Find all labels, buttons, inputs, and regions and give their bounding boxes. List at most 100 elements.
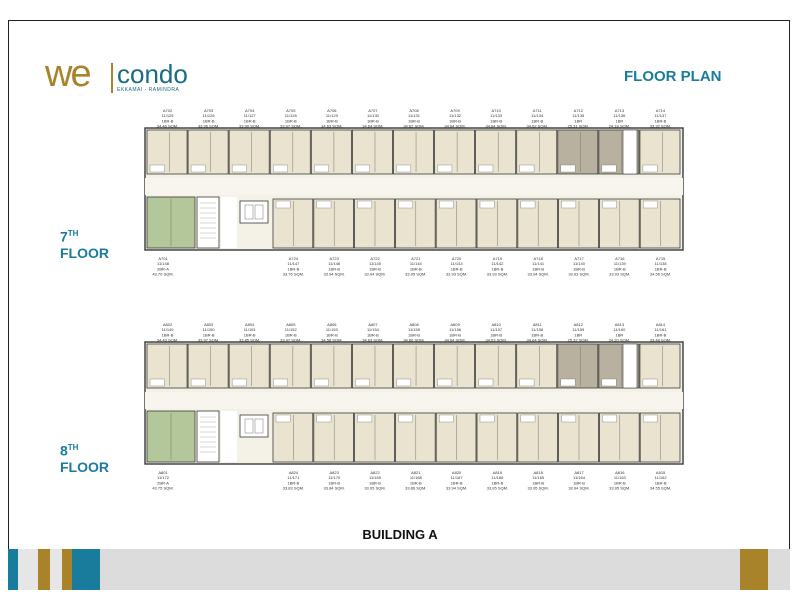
stair-core	[196, 196, 220, 249]
bathroom	[478, 164, 494, 173]
bathroom	[519, 164, 535, 173]
bathroom	[190, 164, 206, 173]
logo-condo: condo	[117, 59, 188, 89]
corridor	[145, 392, 683, 409]
bathroom	[643, 414, 658, 423]
stripe-gold	[740, 549, 768, 590]
page-frame	[8, 20, 790, 590]
bathroom	[437, 378, 453, 387]
bathroom	[316, 414, 332, 423]
lift-car	[254, 204, 264, 220]
stripe-teal	[8, 549, 18, 590]
lift-core	[239, 414, 269, 438]
bathroom	[642, 164, 658, 173]
bathroom	[149, 164, 165, 173]
floor-suffix: TH	[67, 229, 79, 238]
logo-divider	[111, 63, 113, 93]
stripe-gold	[38, 549, 50, 590]
bathroom	[602, 414, 617, 423]
bathroom	[355, 164, 370, 173]
bathroom	[439, 414, 454, 423]
lobby	[221, 197, 237, 248]
bathroom	[642, 378, 658, 387]
bathroom	[439, 200, 454, 209]
bathroom	[396, 164, 412, 173]
floor-label-8: 8TH FLOOR	[60, 440, 109, 475]
bathroom	[355, 378, 370, 387]
logo-subtitle: EKKAMAI - RAMINDRA	[117, 87, 180, 93]
bathroom	[231, 164, 247, 173]
bathroom	[273, 164, 288, 173]
end-stair	[622, 129, 638, 175]
bathroom	[437, 164, 453, 173]
bathroom	[478, 378, 494, 387]
floor-word: FLOOR	[60, 458, 109, 475]
floor-number: 7	[60, 228, 68, 245]
lobby	[221, 411, 237, 462]
lift-car	[244, 204, 254, 220]
floor-label-7: 7TH FLOOR	[60, 226, 109, 261]
bathroom	[398, 414, 413, 423]
bathroom	[479, 414, 495, 423]
lift-core	[239, 200, 269, 224]
stripe-grey	[100, 549, 740, 590]
stripe-light	[18, 549, 38, 590]
bathroom	[357, 200, 373, 209]
bathroom	[396, 378, 412, 387]
end-stair	[622, 343, 638, 389]
floor-suffix: TH	[67, 443, 79, 452]
bathroom	[314, 378, 329, 387]
bathroom	[520, 414, 536, 423]
page-title: FLOOR PLAN	[624, 68, 722, 85]
bathroom	[314, 164, 329, 173]
building-label: BUILDING A	[362, 527, 438, 542]
corridor	[145, 178, 683, 195]
bathroom	[601, 378, 617, 387]
footer-stripes	[8, 549, 790, 590]
stripe-teal	[72, 549, 100, 590]
bathroom	[520, 200, 536, 209]
floor-word: FLOOR	[60, 244, 109, 261]
bathroom	[190, 378, 206, 387]
bathroom	[273, 378, 288, 387]
floor-number: 8	[60, 442, 68, 459]
unit-top	[146, 343, 188, 389]
